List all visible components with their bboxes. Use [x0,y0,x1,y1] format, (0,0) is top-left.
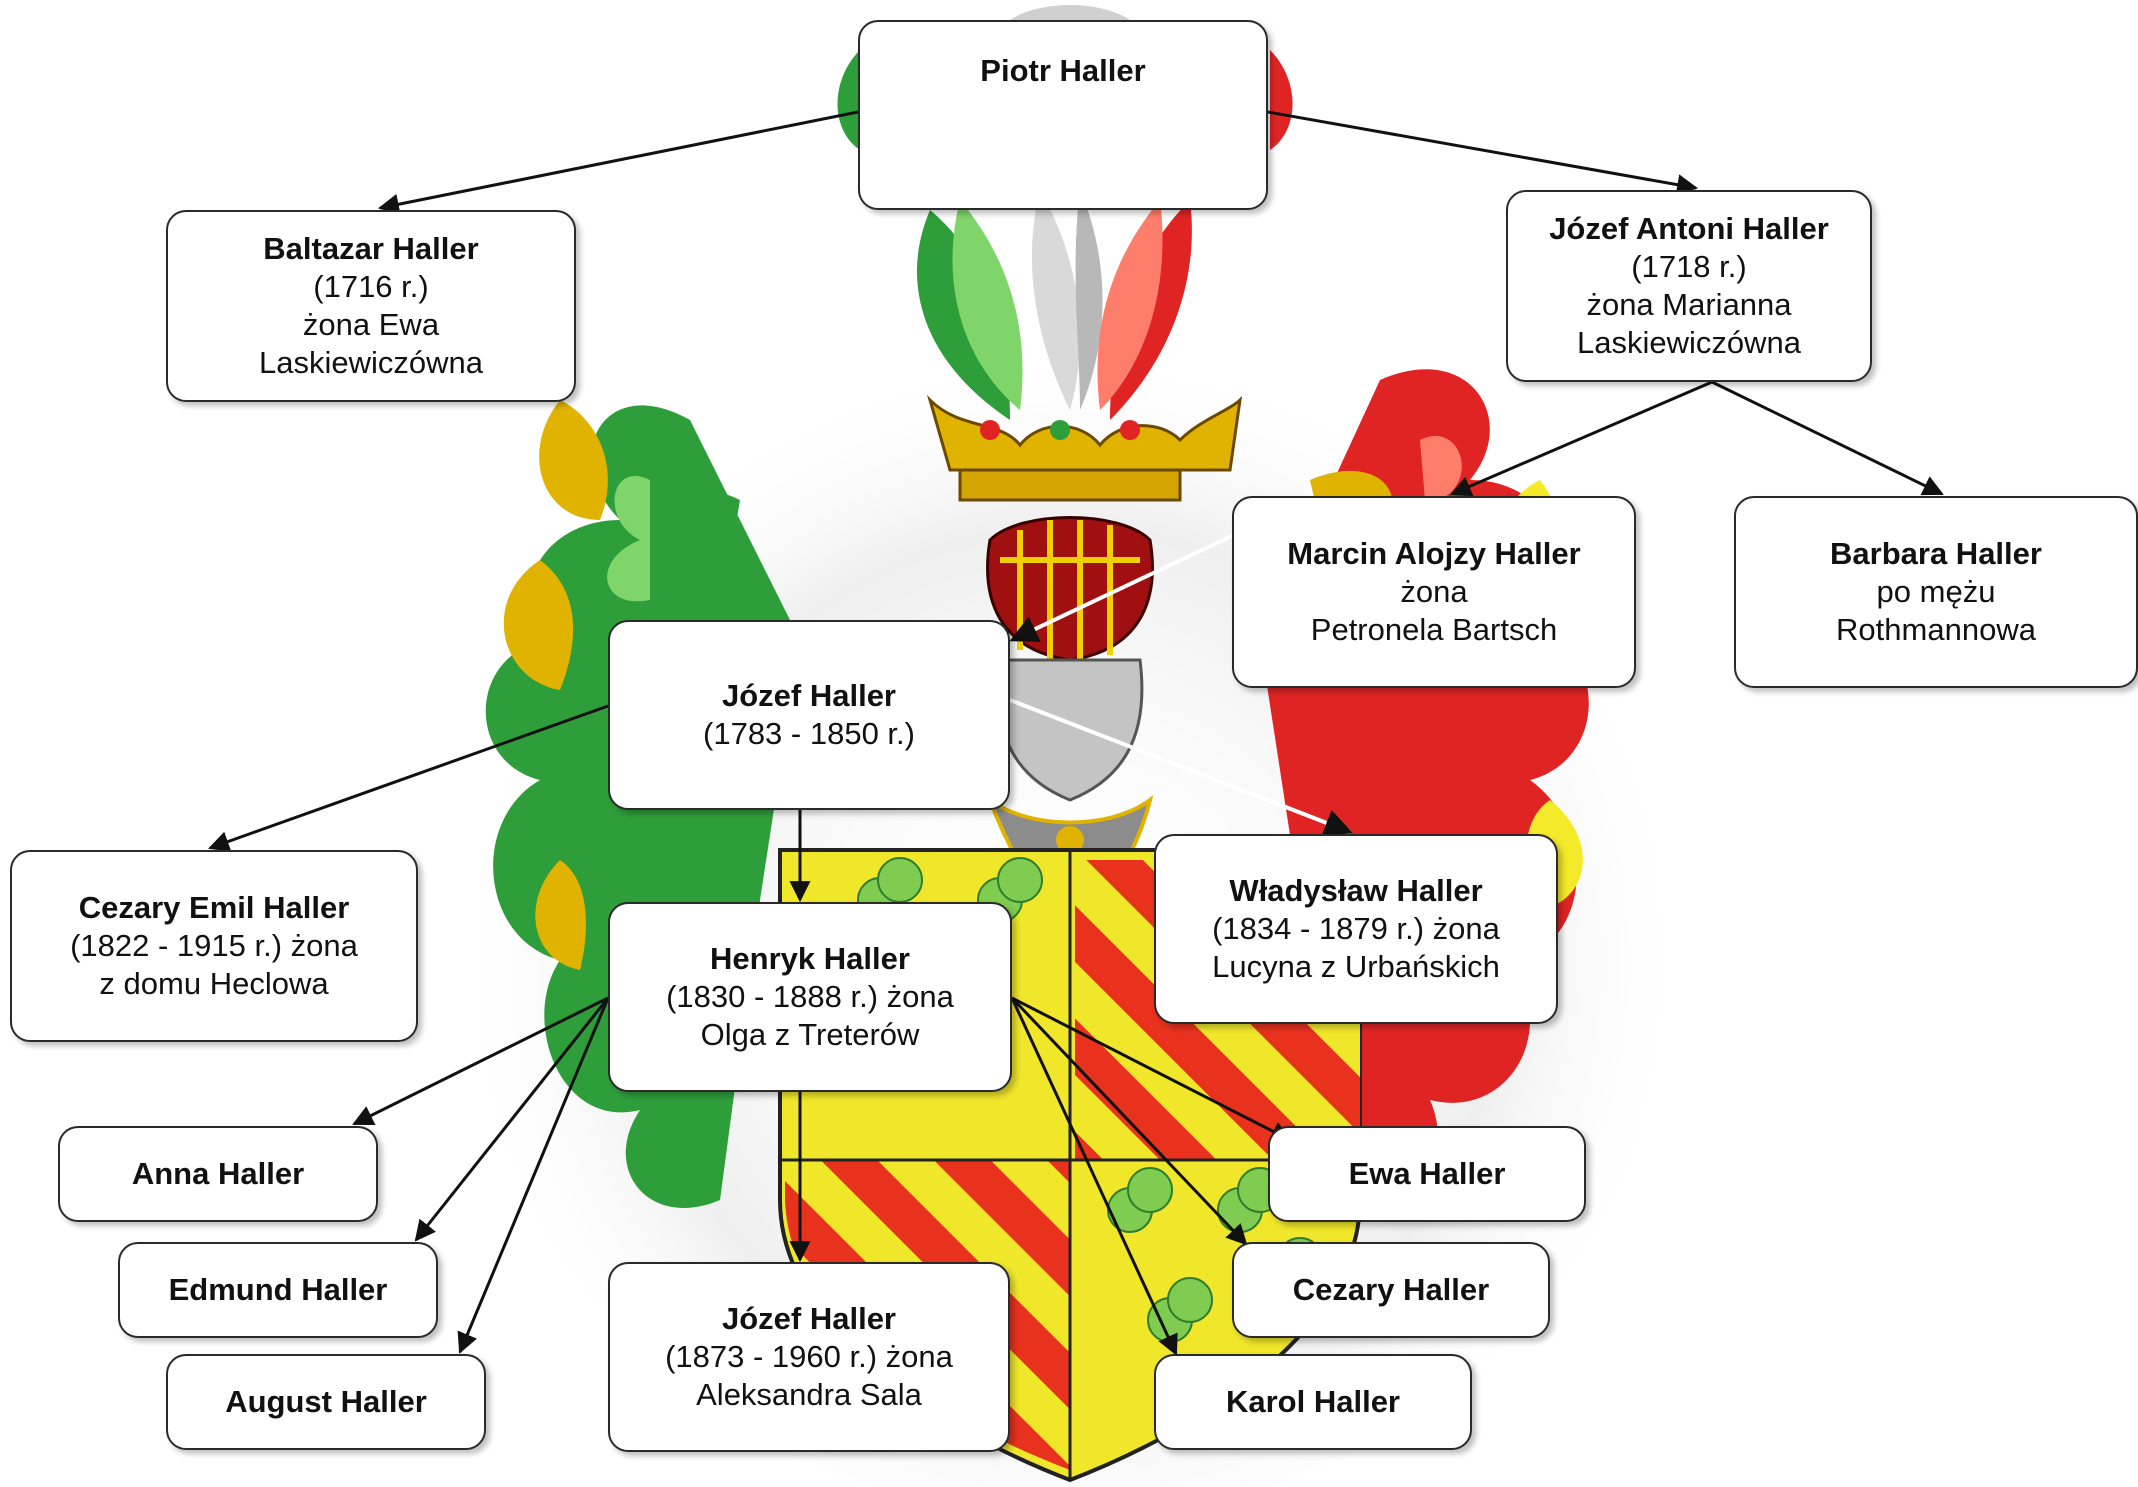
plume-feathers [837,5,1293,420]
node-detail: Laskiewiczówna [259,345,483,380]
connector-marcin-to-jozef_1783 [1009,530,1241,642]
node-name: Barbara Haller [1830,536,2042,571]
node-name: Józef Antoni Haller [1549,211,1829,246]
node-detail: (1822 - 1915 r.) żona [70,928,358,963]
helmet [985,516,1154,933]
connector-jozef_antoni-to-marcin [1450,380,1713,497]
connector-jozef_1783-to-wladyslaw [1009,698,1353,836]
connector-jozef_1783-to-cezary_emil [208,704,609,852]
node-name: Ewa Haller [1348,1156,1506,1191]
node-jozef-antoni-haller: Józef Antoni Haller (1718 r.) żona Maria… [1506,190,1872,382]
node-detail: Petronela Bartsch [1310,612,1558,647]
node-detail: żona Ewa [302,307,440,342]
node-detail: Aleksandra Sala [696,1377,922,1412]
node-detail: Olga z Treterów [700,1017,920,1052]
connector-piotr-to-baltazar [377,110,859,215]
node-detail: Rothmannowa [1836,612,2036,647]
node-barbara-haller: Barbara Haller po mężu Rothmannowa [1734,496,2138,688]
node-henryk-haller: Henryk Haller (1830 - 1888 r.) żona Olga… [608,902,1012,1092]
node-name: August Haller [225,1384,427,1419]
connector-henryk-to-karol [1010,997,1178,1356]
node-karol-haller: Karol Haller [1154,1354,1472,1450]
node-name: Piotr Haller [980,53,1146,88]
node-edmund-haller: Edmund Haller [118,1242,438,1338]
node-ewa-haller: Ewa Haller [1268,1126,1586,1222]
node-detail: (1830 - 1888 r.) żona [666,979,954,1014]
node-detail: żona Marianna [1586,287,1792,322]
node-detail: (1783 - 1850 r.) [703,716,915,751]
node-detail: Lucyna z Urbańskich [1212,949,1500,984]
crown [926,394,1243,502]
node-jozef-haller-1783: Józef Haller (1783 - 1850 r.) [608,620,1010,810]
node-detail: Laskiewiczówna [1577,325,1801,360]
node-name: Marcin Alojzy Haller [1287,536,1581,571]
node-piotr-haller: Piotr Haller [858,20,1268,210]
node-august-haller: August Haller [166,1354,486,1450]
node-name: Henryk Haller [710,941,910,976]
node-cezary-emil-haller: Cezary Emil Haller (1822 - 1915 r.) żona… [10,850,418,1042]
node-name: Cezary Haller [1292,1272,1490,1307]
connector-henryk-to-ewa [1011,996,1292,1142]
node-cezary-haller: Cezary Haller [1232,1242,1550,1338]
node-jozef-haller-1873: Józef Haller (1873 - 1960 r.) żona Aleks… [608,1262,1010,1452]
node-detail: (1873 - 1960 r.) żona [665,1339,953,1374]
node-marcin-alojzy-haller: Marcin Alojzy Haller żona Petronela Bart… [1232,496,1636,688]
node-name: Edmund Haller [168,1272,388,1307]
node-detail: (1716 r.) [313,269,429,304]
connector-henryk-to-edmund [414,997,610,1242]
connector-henryk-to-cezary [1010,996,1248,1246]
connector-jozef_antoni-to-barbara [1711,380,1944,496]
node-name: Władysław Haller [1229,873,1483,908]
connector-piotr-to-jozef_antoni [1267,110,1699,196]
node-name: Józef Haller [721,678,896,713]
node-name: Karol Haller [1225,1384,1400,1419]
node-name: Anna Haller [131,1156,305,1191]
node-name: Józef Haller [721,1301,896,1336]
node-anna-haller: Anna Haller [58,1126,378,1222]
connector-henryk-to-anna [352,996,609,1126]
node-detail: z domu Heclowa [99,966,329,1001]
connector-henryk-to-august [457,997,610,1354]
node-detail: (1834 - 1879 r.) żona [1212,911,1500,946]
node-wladyslaw-haller: Władysław Haller (1834 - 1879 r.) żona L… [1154,834,1558,1024]
node-detail: (1718 r.) [1631,249,1747,284]
node-detail: po mężu [1876,574,1996,609]
node-baltazar-haller: Baltazar Haller (1716 r.) żona Ewa Laski… [166,210,576,402]
node-name: Cezary Emil Haller [78,890,350,925]
node-detail: żona [1400,574,1468,609]
node-name: Baltazar Haller [263,231,479,266]
